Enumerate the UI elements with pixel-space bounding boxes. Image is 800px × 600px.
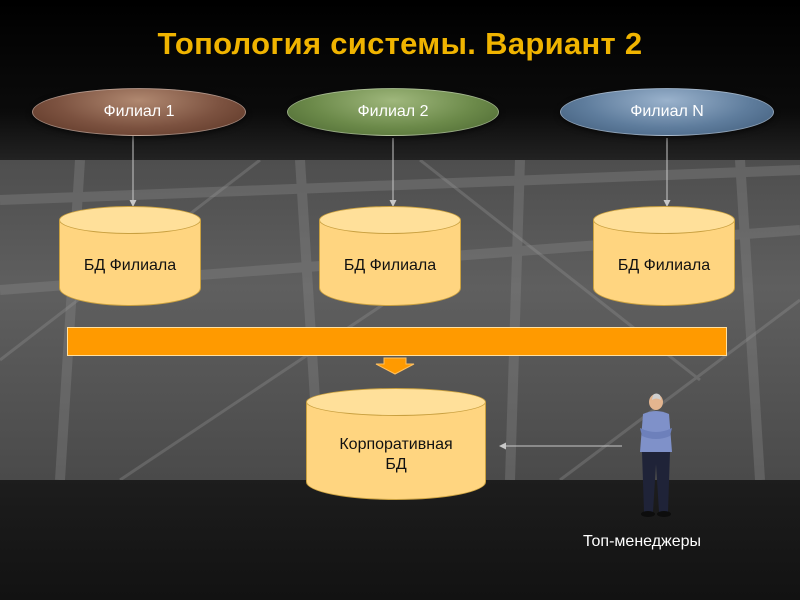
top-managers-label: Топ-менеджеры: [583, 533, 702, 550]
corporate-db-label-line1: Корпоративная: [339, 436, 453, 453]
cylinder-body: [593, 220, 735, 306]
corporate-db-label-line2: БД: [385, 456, 407, 473]
branch-n-node: Филиал N: [560, 88, 774, 136]
corporate-db: Корпоративная БД: [306, 388, 486, 500]
branch-db-1-label: БД Филиала: [83, 257, 177, 274]
branch-2-node: Филиал 2: [287, 88, 499, 136]
cylinder-body: [319, 220, 461, 306]
branch-db-2-label: БД Филиала: [343, 257, 437, 274]
data-bus-bar: [67, 327, 727, 356]
corporate-db-label: Корпоративная БД: [306, 418, 486, 492]
branch-db-2: БД Филиала: [319, 206, 461, 306]
branch-db-1: БД Филиала: [59, 206, 201, 306]
branch-db-n-label: БД Филиала: [617, 257, 711, 274]
cylinder-top: [593, 206, 735, 234]
page-title: Топология системы. Вариант 2: [157, 26, 643, 61]
arrow-down-to-corporate: [375, 357, 415, 375]
manager-figure-icon: [640, 393, 672, 517]
cylinder-top: [59, 206, 201, 234]
branch-2-label: Филиал 2: [357, 103, 429, 120]
branch-n-label: Филиал N: [630, 103, 704, 120]
branch-1-node: Филиал 1: [32, 88, 246, 136]
cylinder-top: [306, 388, 486, 416]
cylinder-body: [306, 402, 486, 500]
branch-1-label: Филиал 1: [103, 103, 175, 120]
branch-db-n: БД Филиала: [593, 206, 735, 306]
cylinder-top: [319, 206, 461, 234]
cylinder-body: [59, 220, 201, 306]
